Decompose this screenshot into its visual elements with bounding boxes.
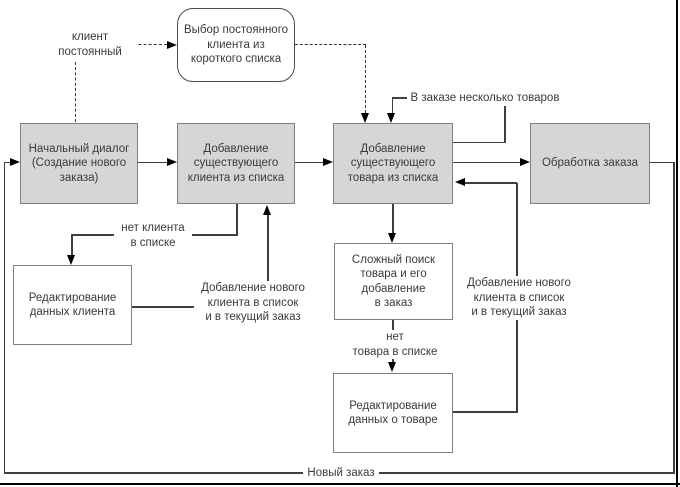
node-start-dialog: Начальный диалог (Создание нового заказа… (20, 123, 138, 204)
arrowhead-down (388, 233, 397, 243)
node-complex-search: Сложный поиск товара и его добавление в … (334, 243, 453, 320)
connector-no-client-branch (236, 204, 238, 236)
label-no-client-in-list: нет клиента в списке (114, 221, 192, 250)
connector-edit-product-return (453, 411, 518, 413)
connector-multiple-products-loop (391, 98, 393, 114)
arrowhead-right (323, 157, 333, 166)
label-no-product-in-list: нет товара в списке (346, 330, 444, 359)
node-add-product: Добавление существующего товара из списк… (333, 123, 453, 204)
connector-multiple-products-loop (504, 98, 506, 144)
connector-edit-product-return (465, 182, 517, 184)
connector-new-order-loop (4, 161, 6, 474)
arrowhead-right (520, 157, 530, 166)
connector-edit-client-return (267, 214, 269, 307)
connector-add-product-to-process (453, 161, 521, 163)
node-choose-regular-client: Выбор постоянного клиента из короткого с… (177, 8, 295, 82)
arrowhead-down (361, 113, 370, 123)
node-add-client: Добавление существующего клиента из спис… (177, 123, 295, 204)
connector-add-client-to-add-product (295, 161, 324, 163)
node-edit-product-data: Редактирование данных о товаре (333, 373, 453, 453)
connector-multiple-products-loop (453, 142, 505, 144)
label-add-new-client-left: Добавление нового клиента в список и в т… (194, 281, 312, 325)
page-edge-bottom (0, 482, 680, 486)
node-process-order: Обработка заказа (530, 123, 650, 204)
arrowhead-right (167, 40, 177, 49)
dashed-regular-client-to-start (75, 62, 77, 122)
connector-new-order-loop (673, 161, 675, 474)
arrowhead-right (10, 157, 20, 166)
connector-start-to-add-client (138, 161, 168, 163)
connector-new-order-loop (4, 161, 11, 163)
label-multiple-products: В заказе несколько товаров (407, 91, 563, 106)
arrowhead-left (455, 178, 465, 186)
dashed-choose-to-add-product (295, 44, 366, 46)
arrowhead-down (67, 255, 76, 265)
node-edit-client-data: Редактирование данных клиента (13, 265, 132, 345)
arrowhead-right (167, 157, 177, 166)
arrowhead-down (387, 113, 396, 123)
connector-new-order-loop (650, 161, 675, 163)
connector-add-product-to-search (392, 204, 394, 233)
label-regular-client: клиент постоянный (44, 30, 136, 59)
label-new-order: Новый заказ (303, 465, 379, 480)
arrowhead-up (263, 204, 272, 215)
dashed-regular-client-to-choose (123, 44, 167, 46)
connector-no-client-branch (71, 234, 73, 256)
dashed-choose-to-add-product (365, 45, 367, 113)
label-add-new-client-right: Добавление нового клиента в список и в т… (460, 276, 578, 320)
page-edge-right (676, 0, 679, 487)
arrowhead-down (388, 362, 397, 372)
